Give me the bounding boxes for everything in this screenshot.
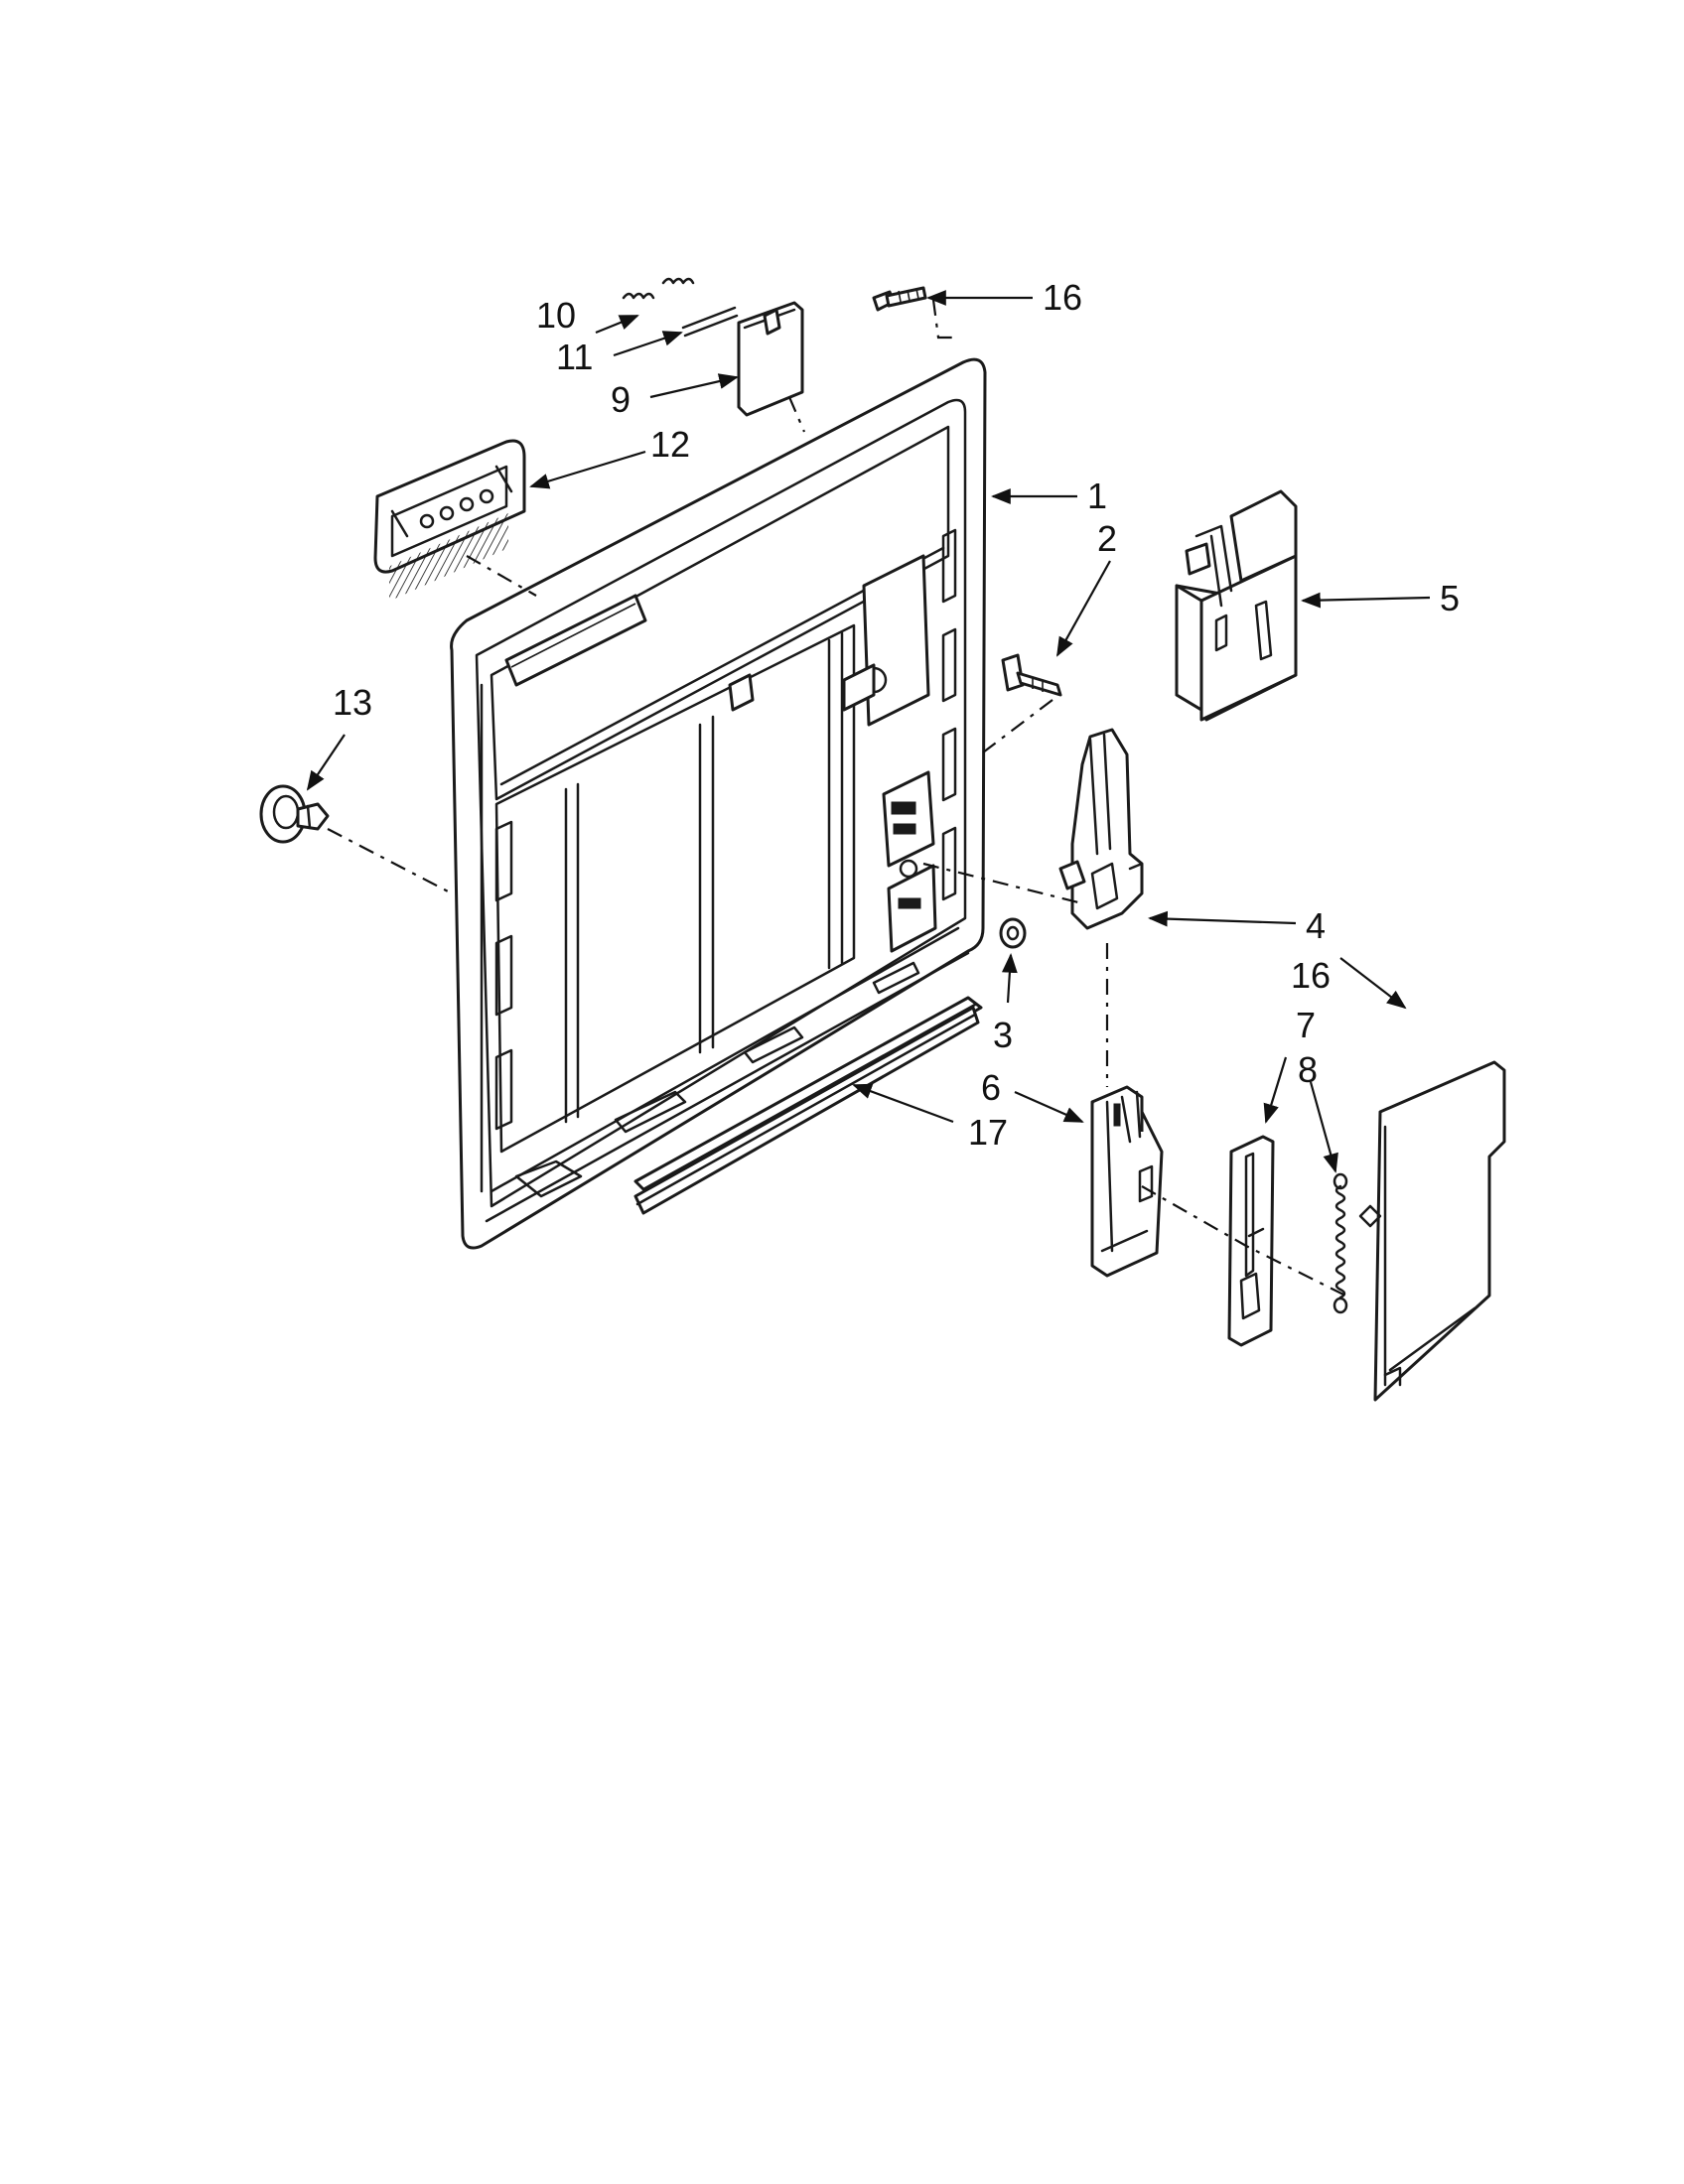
spring (1333, 1172, 1348, 1314)
springs (622, 277, 695, 300)
callout-8: 8 (1298, 1049, 1318, 1090)
callout-4: 4 (1306, 905, 1326, 946)
vent-strip (633, 996, 983, 1215)
inner-door-panel (450, 357, 987, 1250)
callout-1: 1 (1087, 476, 1107, 516)
callout-3: 3 (993, 1015, 1013, 1055)
screw (872, 286, 927, 312)
callout-10: 10 (536, 295, 576, 336)
callout-labels: 16 10 11 9 12 1 2 5 13 4 16 3 7 8 6 17 (333, 277, 1460, 1153)
callout-6: 6 (981, 1067, 1001, 1108)
handle (373, 439, 526, 602)
callout-17: 17 (968, 1112, 1008, 1153)
cover (737, 301, 804, 417)
rod (681, 306, 739, 338)
slide-bracket (1227, 1135, 1275, 1347)
knob (259, 784, 330, 844)
side-cover (1358, 1060, 1506, 1402)
callout-12: 12 (650, 424, 690, 465)
lower-latch-arm (1090, 1085, 1164, 1278)
callout-9: 9 (611, 379, 631, 420)
callout-15: 16 (1043, 277, 1082, 318)
latch-arm (1058, 728, 1144, 930)
grommet (999, 917, 1027, 949)
latch-housing (1175, 489, 1298, 722)
leader-lines (306, 290, 1431, 1173)
callout-11: 11 (556, 337, 593, 377)
callout-2: 2 (1097, 518, 1117, 559)
pin (1001, 653, 1062, 697)
callout-7: 7 (1296, 1005, 1316, 1045)
callout-13: 13 (333, 682, 372, 723)
assembly-lines (327, 299, 1346, 1297)
callout-16: 16 (1291, 955, 1331, 996)
callout-5: 5 (1440, 578, 1460, 618)
